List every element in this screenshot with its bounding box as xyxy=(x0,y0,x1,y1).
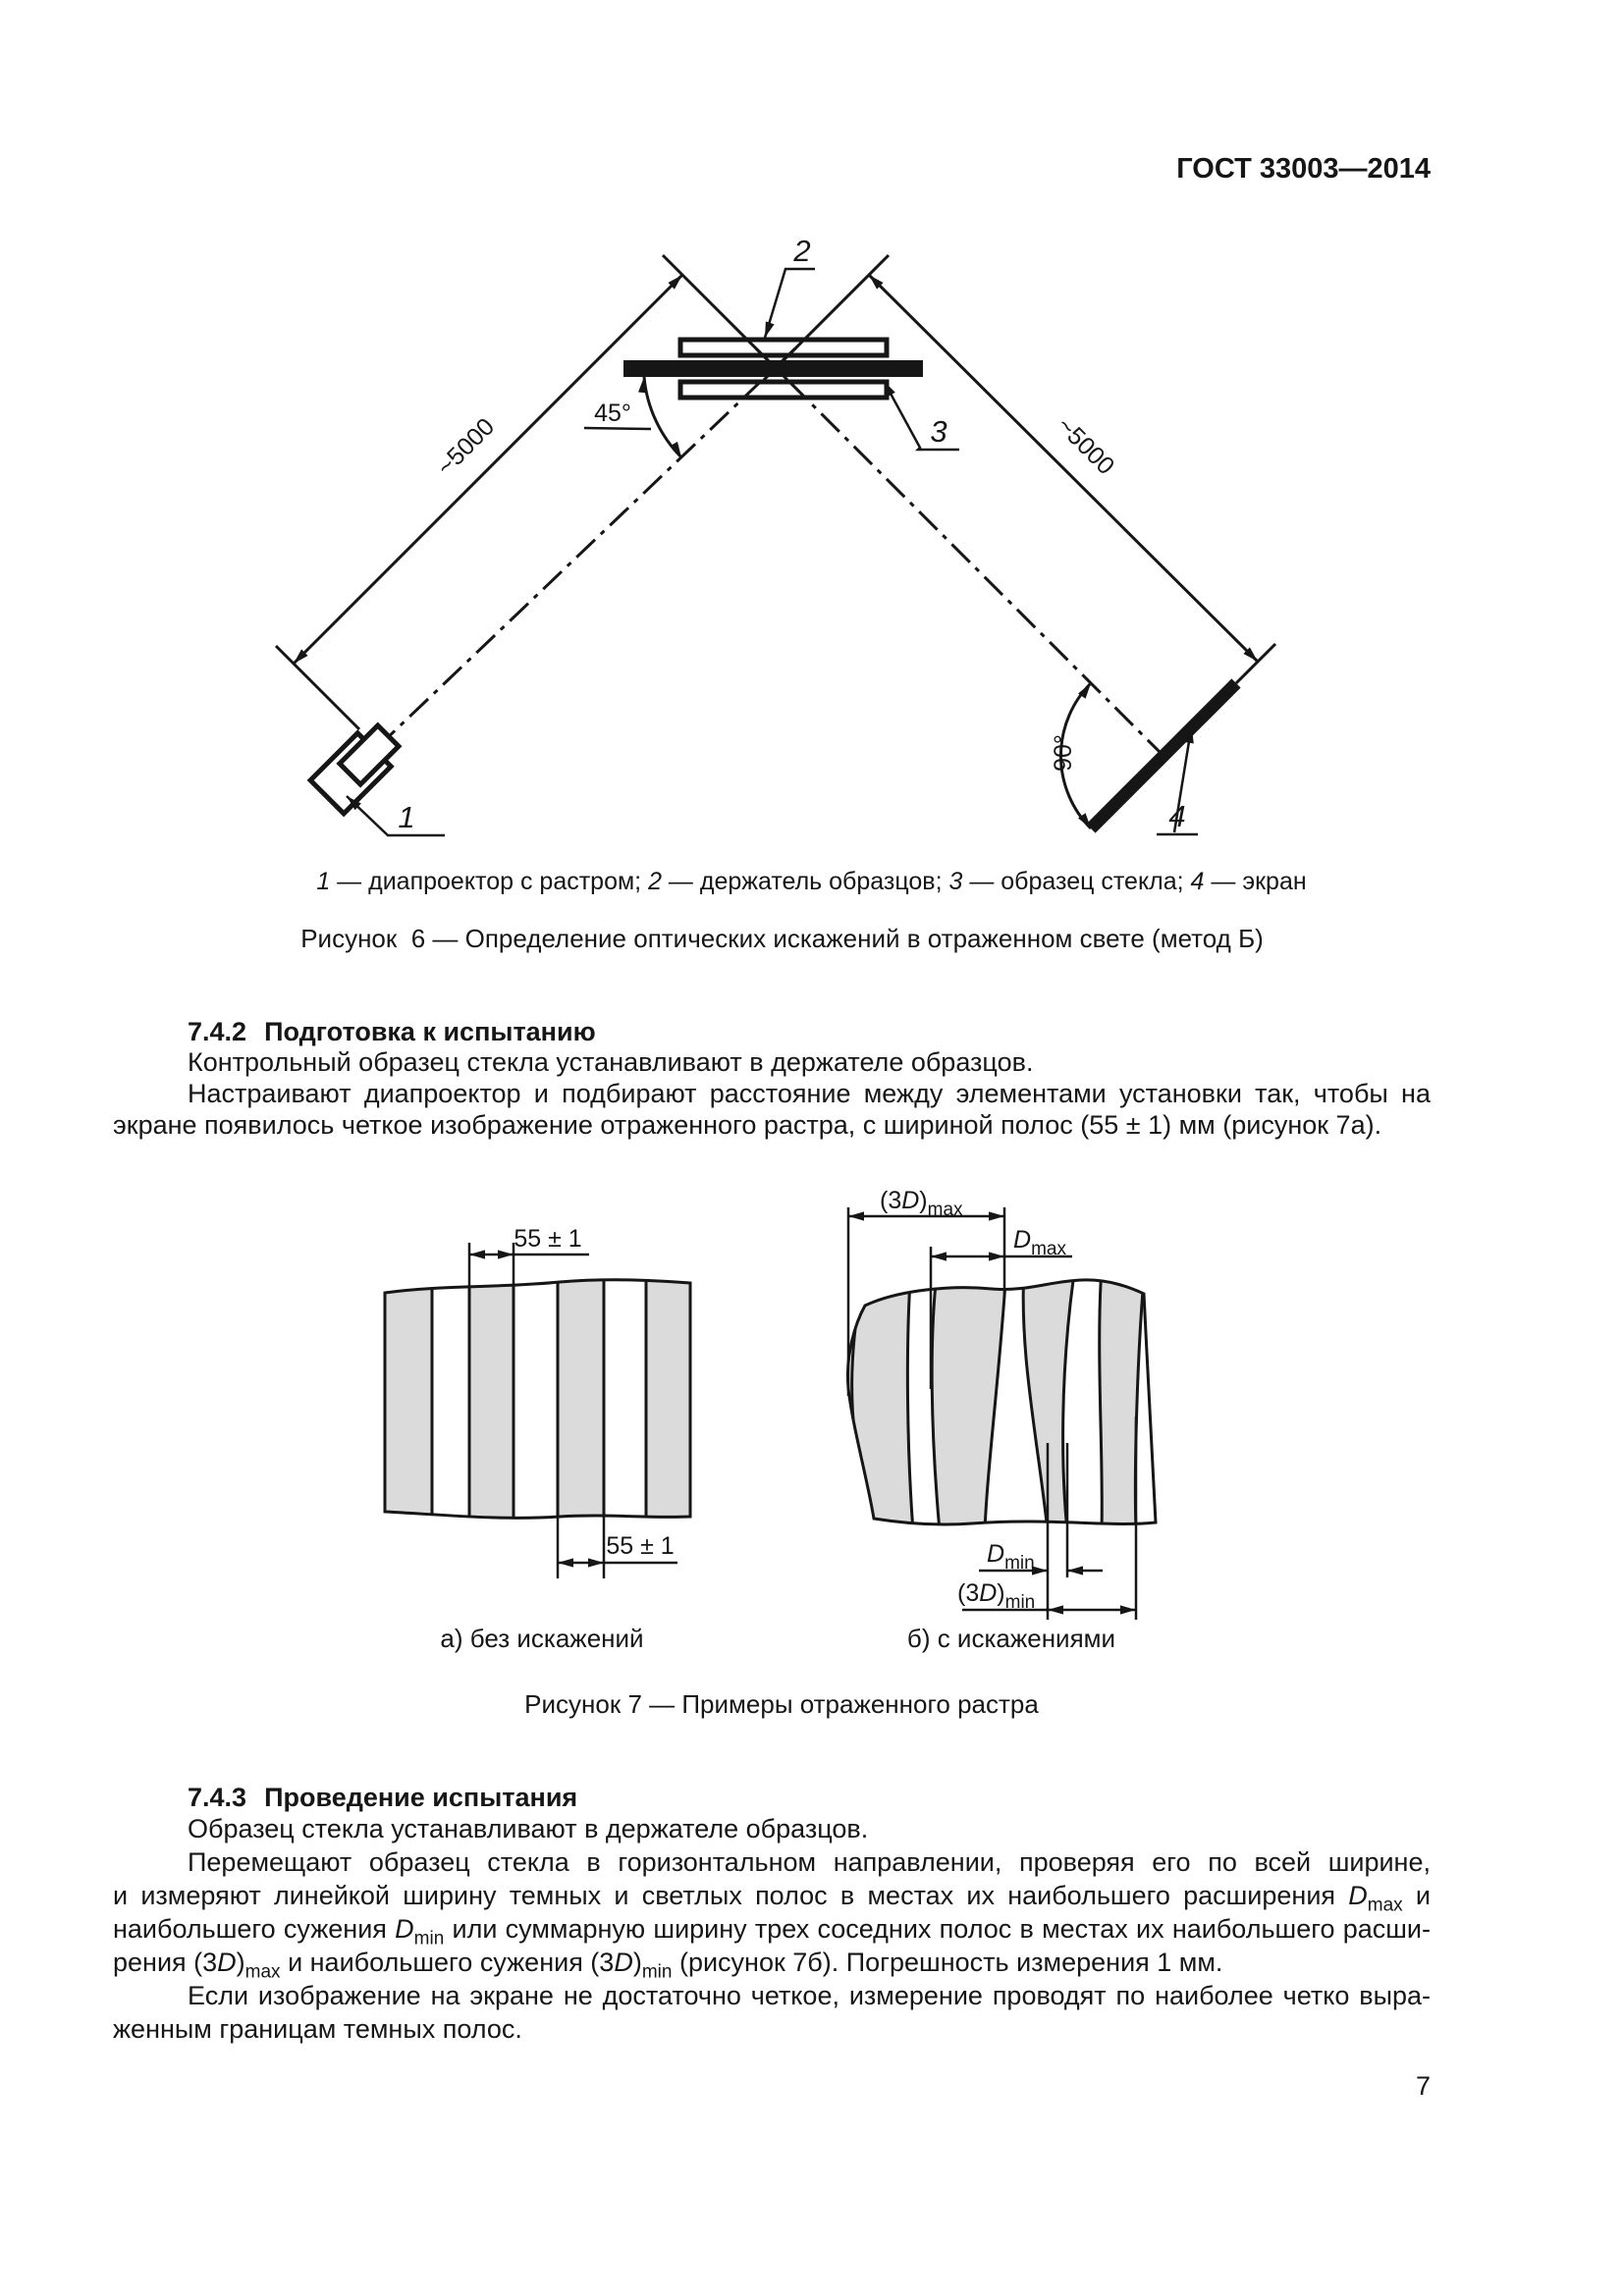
dim-55-bottom-label: 55 ± 1 xyxy=(606,1532,674,1560)
figure6-legend: 1 — диапроектор с растром; 2 — держатель… xyxy=(316,868,1307,895)
raster-a: 55 ± 1 55 ± 1 xyxy=(383,1225,692,1578)
text-line: Настраивают диапроектор и подбирают расс… xyxy=(188,1079,1431,1108)
dim-dmin-label: Dmin xyxy=(987,1540,1035,1574)
section-742-body: Контрольный образец стекла устанавливают… xyxy=(113,1046,1431,1141)
item-1-label: 1 xyxy=(398,800,414,834)
dim-3dmax-label: (3D)max xyxy=(880,1187,963,1220)
dim-dmax-label: Dmax xyxy=(1013,1226,1066,1259)
text-line: женным границам темных полос. xyxy=(113,2014,522,2044)
extension-lines xyxy=(274,253,1277,731)
item-4-label: 4 xyxy=(1168,799,1185,833)
section-743-body: Образец стекла устанавливают в держателе… xyxy=(113,1812,1431,2046)
distance-right-label: ~5000 xyxy=(1052,412,1119,480)
figure7-diagram: 55 ± 1 55 ± 1 xyxy=(383,1187,1158,1620)
angle-90-label: 90° xyxy=(1050,734,1077,772)
standard-number-header: ГОСТ 33003—2014 xyxy=(1176,153,1431,185)
text-line: рения (3D)max и наибольшего сужения (3D)… xyxy=(113,1948,1223,1983)
item-2-label: 2 xyxy=(792,234,810,268)
figure7-caption: Рисунок 7 — Примеры отраженного растра xyxy=(524,1689,1039,1719)
page-number: 7 xyxy=(1415,2071,1431,2101)
figure7b-caption: б) с искажениями xyxy=(906,1624,1116,1653)
text-line: Контрольный образец стекла устанавливают… xyxy=(188,1047,1034,1077)
text-line: экране появилось четкое изображение отра… xyxy=(113,1110,1382,1140)
screen xyxy=(1086,678,1241,833)
leader-lines xyxy=(346,267,1198,837)
text-line: наибольшего сужения Dmin или суммарную ш… xyxy=(113,1914,1431,1949)
text-line: Если изображение на экране не достаточно… xyxy=(188,1981,1431,2010)
text-line: и измеряют линейкой ширину темных и свет… xyxy=(113,1881,1431,1916)
angle-90-arc xyxy=(1058,681,1093,830)
projector xyxy=(306,721,403,818)
text-line: Перемещают образец стекла в горизонтальн… xyxy=(188,1847,1431,1877)
dim-55-top-label: 55 ± 1 xyxy=(514,1225,581,1253)
angle-45-label: 45° xyxy=(594,400,631,427)
item-3-label: 3 xyxy=(930,414,947,449)
dimension-lines xyxy=(292,273,1260,666)
optical-axis-lines xyxy=(381,347,1165,758)
text-line: Образец стекла устанавливают в держателе… xyxy=(188,1814,869,1843)
distance-left-label: ~5000 xyxy=(432,413,500,481)
figure7a-caption: а) без искажений xyxy=(440,1624,644,1653)
figure6-caption: Рисунок 6 — Определение оптических искаж… xyxy=(300,924,1264,953)
raster-b: (3D)max Dmax Dmin (3D)min xyxy=(845,1187,1158,1620)
angle-45-leader xyxy=(583,426,652,431)
dim-3dmin-label: (3D)min xyxy=(957,1579,1035,1613)
figure6-diagram: 2 3 4 1 45° 90° ~5000 ~5000 xyxy=(274,234,1277,837)
